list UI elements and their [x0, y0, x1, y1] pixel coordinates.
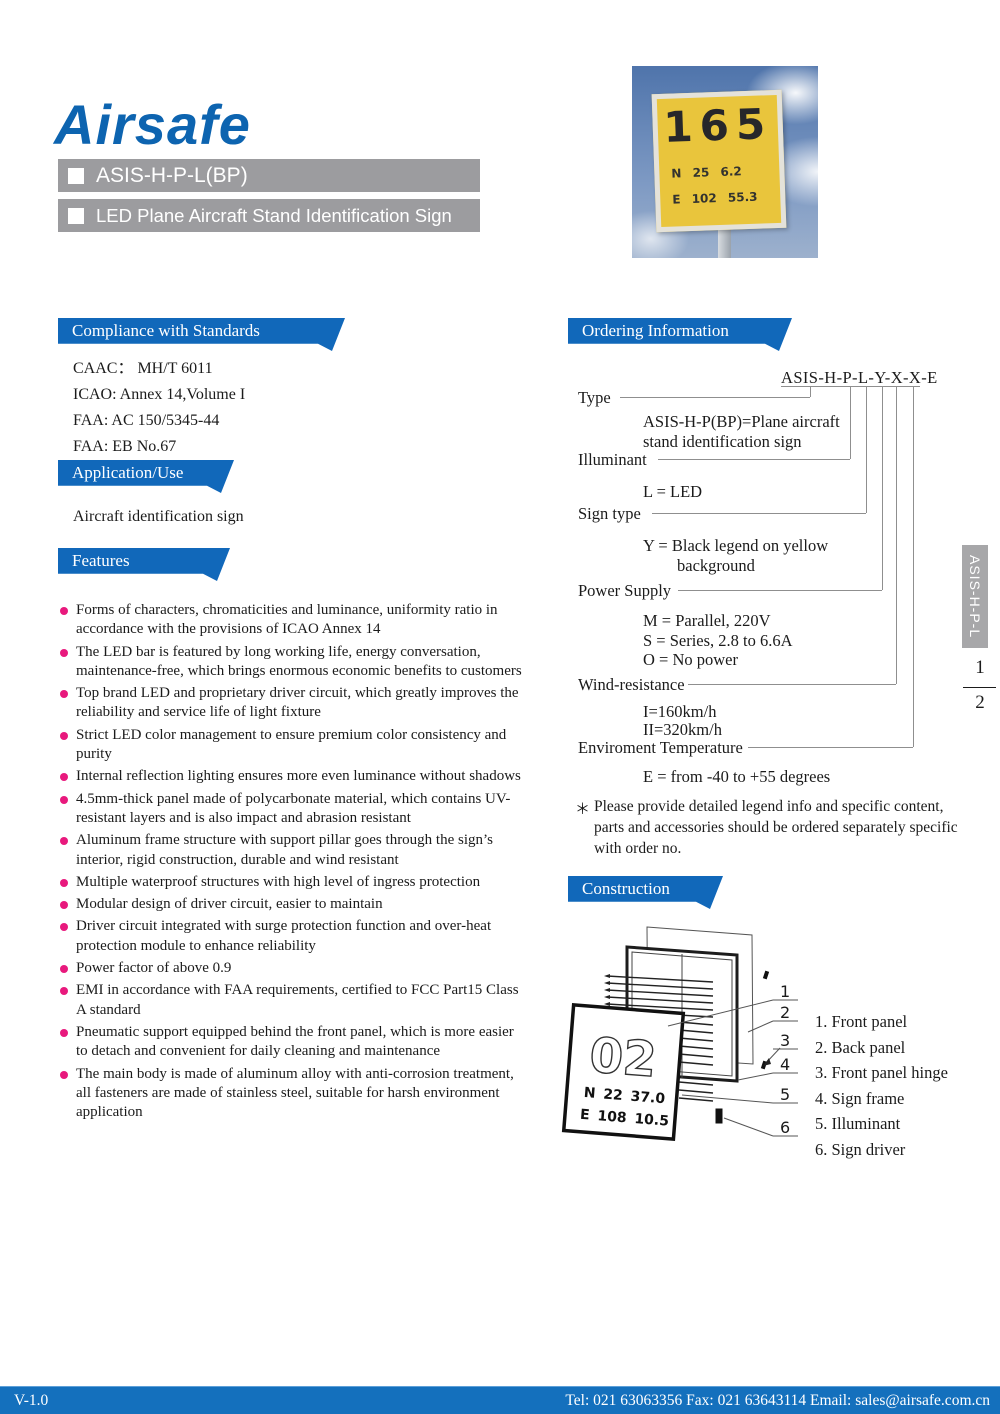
model-banner-label: ASIS-H-P-L(BP) [96, 163, 248, 187]
connector-line [620, 397, 810, 398]
feature-item: 4.5mm-thick panel made of polycarbonate … [58, 790, 522, 829]
feature-item: Driver circuit integrated with surge pro… [58, 917, 522, 956]
legend-item: 4. Sign frame [815, 1088, 905, 1108]
diagram-sign-coord1: N 22 37.0 [583, 1085, 666, 1107]
feature-item: Internal reflection lighting ensures mor… [58, 767, 522, 786]
sign-driver [714, 1107, 724, 1125]
feature-item: Power factor of above 0.9 [58, 959, 522, 978]
svg-text:4: 4 [780, 1055, 790, 1074]
ordering-label-power: Power Supply [578, 581, 672, 600]
page-number-total: 2 [975, 692, 985, 713]
feature-item: The LED bar is featured by long working … [58, 643, 522, 682]
diagram-sign-number: 02 [588, 1027, 659, 1088]
svg-text:2: 2 [780, 1003, 790, 1022]
legend-item: 2. Back panel [815, 1037, 906, 1057]
section-ordering: Ordering Information [568, 318, 792, 351]
legend-item: 3. Front panel hinge [815, 1063, 948, 1082]
connector-line [913, 386, 914, 747]
compliance-line: FAA: EB No.67 [73, 438, 177, 455]
ordering-value-type: ASIS-H-P(BP)=Plane aircraft stand identi… [643, 412, 840, 451]
hinge [762, 970, 770, 980]
legend-item: 6. Sign driver [815, 1139, 906, 1159]
ordering-value-illuminant: L = LED [643, 482, 703, 501]
compliance-line: CAAC： MH/T 6011 [73, 360, 213, 377]
ordering-value-power: M = Parallel, 220V [643, 611, 771, 630]
feature-item: EMI in accordance with FAA requirements,… [58, 981, 522, 1020]
connector-line [652, 513, 866, 514]
diagram-sign-coord2: E 108 10.5 [579, 1107, 669, 1130]
feature-item: The main body is made of aluminum alloy … [58, 1065, 522, 1123]
feature-item: Modular design of driver circuit, easier… [58, 895, 522, 914]
svg-text:6: 6 [780, 1118, 790, 1137]
stand-coord-2: E 102 55.3 [672, 189, 758, 207]
brand-logo: Airsafe [54, 93, 251, 156]
ordering-label-sign-type: Sign type [578, 504, 641, 523]
ordering-label-type: Type [578, 388, 611, 407]
compliance-line: FAA: AC 150/5345-44 [73, 412, 220, 429]
ordering-value-sign-type: Y = Black legend on yellow background [643, 536, 829, 575]
feature-item: Top brand LED and proprietary driver cir… [58, 684, 522, 723]
square-bullet-icon [68, 207, 84, 224]
connector-line [810, 386, 811, 397]
construction-diagram: 02 N 22 37.0 E 108 10.5 1 2 3 4 5 6 [561, 926, 798, 1141]
ordering-value-power: O = No power [643, 650, 738, 669]
contact-info: Tel: 021 63063356 Fax: 021 63643114 Emai… [565, 1391, 990, 1409]
legend-item: 5. Illuminant [815, 1114, 901, 1133]
section-construction: Construction [568, 876, 723, 909]
square-bullet-icon [68, 167, 84, 184]
ordering-value-power: S = Series, 2.8 to 6.6A [643, 631, 793, 650]
led-bars [606, 975, 714, 1102]
connector-line [882, 386, 883, 590]
connector-line [896, 386, 897, 684]
section-features: Features [58, 548, 230, 581]
doc-version: V-1.0 [14, 1391, 49, 1409]
ordering-value-wind: I=160km/h [643, 702, 717, 721]
feature-item: Aluminum frame structure with support pi… [58, 831, 522, 870]
ordering-label-wind: Wind-resistance [578, 675, 685, 694]
section-compliance: Compliance with Standards [58, 318, 345, 351]
connector-line [678, 590, 882, 591]
page-divider [963, 687, 996, 688]
connector-line [850, 386, 851, 459]
svg-text:5: 5 [780, 1085, 790, 1104]
stand-number: 165 [662, 99, 773, 152]
feature-item: Forms of characters, chromaticities and … [58, 601, 522, 640]
feature-item: Multiple waterproof structures with high… [58, 873, 522, 892]
features-list: Forms of characters, chromaticities and … [58, 601, 522, 1125]
ordering-value-env: E = from -40 to +55 degrees [643, 767, 831, 786]
legend-item: 1. Front panel [815, 1012, 908, 1031]
connector-line [658, 459, 850, 460]
stand-sign: 165 N 25 6.2 E 102 55.3 [651, 89, 787, 233]
page-number-current: 1 [975, 657, 985, 678]
product-banner-label: LED Plane Aircraft Stand Identification … [96, 204, 452, 226]
application-text: Aircraft identification sign [73, 508, 244, 525]
svg-text:1: 1 [780, 982, 790, 1001]
feature-item: Pneumatic support equipped behind the fr… [58, 1023, 522, 1062]
ordering-note: Please provide detailed legend info and … [594, 798, 958, 857]
callout-numbers: 1 2 3 4 5 6 [780, 982, 790, 1137]
svg-text:3: 3 [780, 1031, 790, 1050]
construction-legend: 1. Front panel 2. Back panel 3. Front pa… [815, 1012, 948, 1165]
footer-bar: V-1.0 Tel: 021 63063356 Fax: 021 6364311… [0, 1386, 1000, 1414]
ordering-code: ASIS-H-P-L-Y-X-X-E [781, 368, 938, 387]
side-model-tab: ASIS-H-P-L [962, 545, 988, 648]
note-asterisk: ＊ [575, 802, 591, 818]
model-banner: ASIS-H-P-L(BP) [58, 159, 480, 192]
feature-item: Strict LED color management to ensure pr… [58, 726, 522, 765]
connector-line [748, 747, 913, 748]
stand-coord-1: N 25 6.2 [671, 164, 742, 181]
product-banner: LED Plane Aircraft Stand Identification … [58, 199, 480, 232]
ordering-value-wind: II=320km/h [643, 720, 722, 739]
compliance-line: ICAO: Annex 14,Volume I [73, 386, 246, 403]
connector-line [688, 684, 896, 685]
connector-line [866, 386, 867, 513]
ordering-label-env: Enviroment Temperature [578, 738, 743, 757]
product-photo: 165 N 25 6.2 E 102 55.3 [632, 66, 818, 258]
front-panel: 02 N 22 37.0 E 108 10.5 [561, 1002, 686, 1141]
leader-lines [667, 999, 798, 1137]
ordering-label-illuminant: Illuminant [578, 450, 647, 469]
ordering-code-diagram: ASIS-H-P-L-Y-X-X-E Type ASIS-H-P(BP)=Pla… [568, 360, 992, 796]
compliance-list: CAAC： MH/T 6011 ICAO: Annex 14,Volume I … [73, 356, 245, 460]
section-application: Application/Use [58, 460, 234, 493]
